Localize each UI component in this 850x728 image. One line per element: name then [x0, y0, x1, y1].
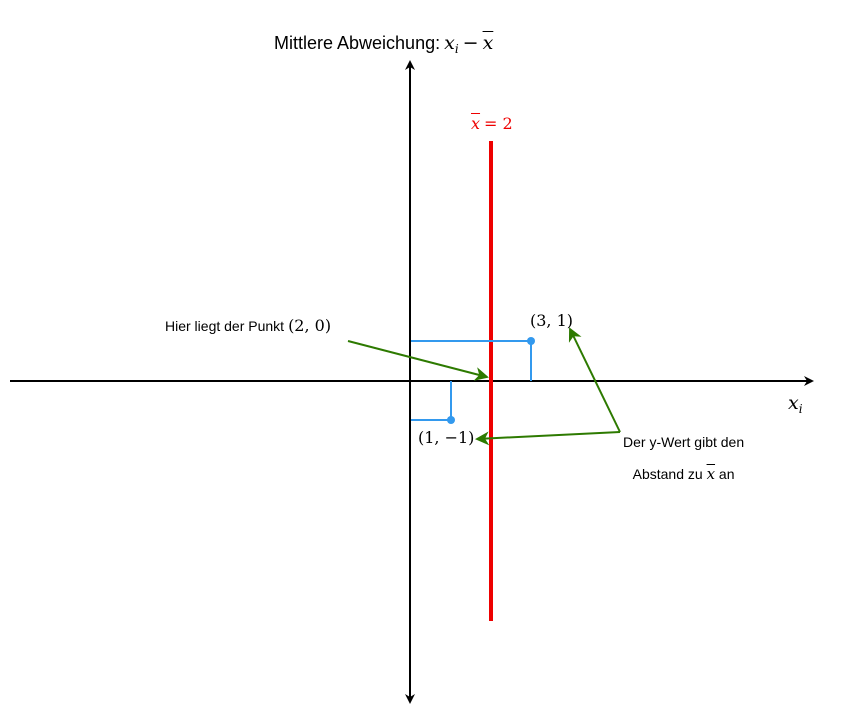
annotation-mean-point-text: Hier liegt der Punkt	[165, 318, 285, 334]
guide-point-1-neg1	[411, 381, 452, 421]
arrow-to-point-1-neg1	[475, 431, 621, 446]
mean-label: x = 2	[471, 114, 513, 134]
point-1-neg1-label: (1, −1)	[418, 428, 475, 447]
annotation-mean-point: Hier liegt der Punkt (2, 0)	[165, 316, 331, 336]
point-3-1-label: (3, 1)	[530, 311, 574, 330]
x-axis-title: xi	[788, 392, 803, 416]
point-3-1	[527, 337, 535, 345]
y-axis-title: Mittlere Abweichung: xi − x	[274, 32, 493, 56]
y-axis-title-bar-var: x	[482, 32, 494, 54]
y-axis-title-sub: i	[454, 42, 459, 57]
annotation-y-value-line2-post: an	[718, 466, 735, 482]
arrow-to-mean-point	[347, 340, 489, 381]
x-axis-title-sub: i	[798, 402, 803, 417]
arrow-to-point-3-1	[568, 327, 621, 433]
x-axis-title-var: x	[788, 392, 799, 414]
annotation-mean-point-coords: (2, 0)	[288, 316, 332, 335]
annotation-y-value-line2: Abstand zu x an	[623, 458, 744, 490]
annotation-y-value-line2-pre: Abstand zu	[632, 466, 703, 482]
mean-label-var: x	[471, 114, 481, 133]
y-axis-title-minus: −	[462, 32, 479, 54]
annotation-y-value-line2-var: x	[706, 465, 716, 483]
y-axis-title-prefix: Mittlere Abweichung:	[274, 33, 441, 53]
mean-label-rest: = 2	[484, 114, 513, 133]
annotation-y-value-line1: Der y-Wert gibt den	[623, 434, 745, 450]
annotation-y-value: Der y-Wert gibt den Abstand zu x an	[623, 426, 744, 490]
point-1-neg1	[447, 416, 455, 424]
y-axis-title-var: x	[444, 32, 455, 54]
